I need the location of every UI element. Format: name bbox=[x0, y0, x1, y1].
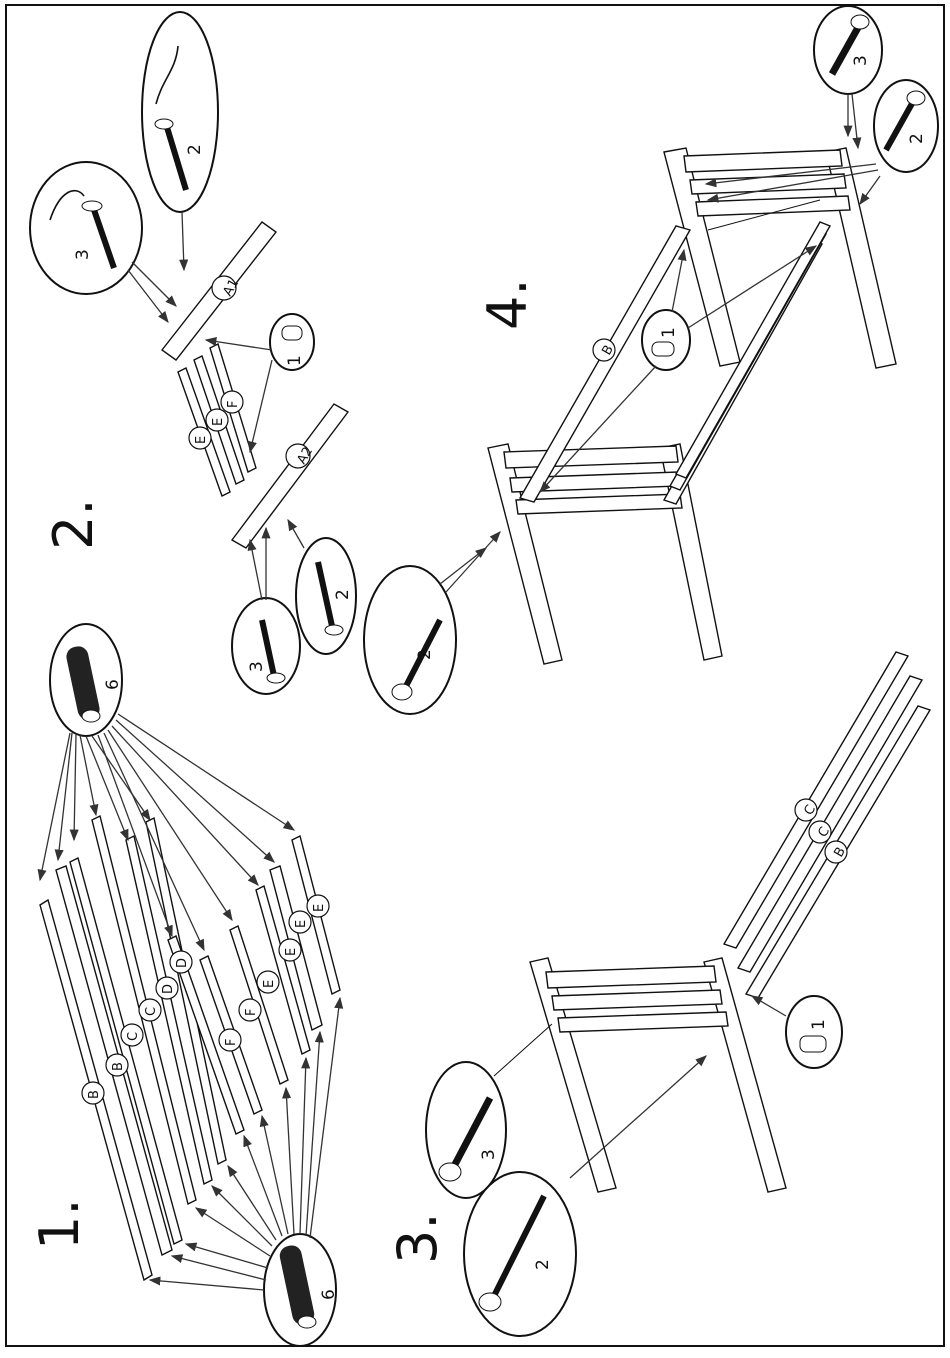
part-2-label: 2 bbox=[533, 1259, 553, 1270]
part-1-label: 1 bbox=[659, 327, 679, 338]
label-e: E bbox=[284, 948, 299, 956]
bolt-2-callout-step4-far: 2 bbox=[364, 532, 500, 714]
part-3-label: 3 bbox=[247, 661, 267, 672]
step-3-panel: 3. C C B 3 2 bbox=[386, 652, 930, 1336]
part-2-label: 2 bbox=[333, 589, 353, 600]
part-2-label: 2 bbox=[907, 133, 927, 144]
step-1-number: 1. bbox=[28, 1198, 91, 1250]
bolt-3-callout-lower: 3 bbox=[232, 528, 300, 694]
part-3-label: 3 bbox=[479, 1149, 499, 1160]
label-c: C bbox=[144, 1007, 159, 1016]
rail-c bbox=[724, 652, 908, 948]
dowel-1-callout-step3: 1 bbox=[752, 996, 842, 1068]
step-1-panel: 1. B B C C D D F F E E bbox=[28, 624, 340, 1346]
step-3-number: 3. bbox=[386, 1212, 449, 1264]
label-e: E bbox=[211, 418, 226, 426]
part-6-label: 6 bbox=[103, 679, 123, 690]
label-e: E bbox=[294, 920, 309, 928]
label-e: E bbox=[194, 436, 209, 444]
part-3-label: 3 bbox=[73, 249, 93, 260]
part-1-label: 1 bbox=[285, 355, 305, 366]
part-6-label: 6 bbox=[319, 1289, 339, 1300]
bolt-3-callout-step3: 3 bbox=[426, 1024, 552, 1198]
label-d: D bbox=[175, 958, 190, 968]
rail-c bbox=[738, 676, 922, 972]
label-f: F bbox=[224, 1039, 239, 1046]
label-d: D bbox=[161, 984, 176, 994]
label-f: F bbox=[226, 401, 241, 408]
label-f: F bbox=[244, 1009, 259, 1016]
part-2-label: 2 bbox=[415, 649, 435, 660]
label-e: E bbox=[262, 980, 277, 988]
leg bbox=[530, 958, 616, 1192]
step-2-number: 2. bbox=[42, 498, 105, 550]
part-1-label: 1 bbox=[809, 1019, 829, 1030]
step-4-number: 4. bbox=[476, 278, 539, 330]
part-2-label: 2 bbox=[185, 144, 205, 155]
leg-a2 bbox=[232, 404, 348, 548]
label-c: C bbox=[126, 1032, 141, 1041]
bolt-3-callout-step4: 3 bbox=[814, 6, 882, 148]
label-b: B bbox=[111, 1062, 126, 1071]
part-3-label: 3 bbox=[851, 55, 871, 66]
label-b: B bbox=[87, 1090, 102, 1099]
step-2-panel: 2. A1 A2 E E F 3 2 bbox=[30, 12, 356, 694]
step-4-panel: 4. B 1 3 bbox=[364, 6, 938, 714]
bolt-2-callout: 2 bbox=[142, 12, 218, 270]
label-e: E bbox=[312, 904, 327, 912]
